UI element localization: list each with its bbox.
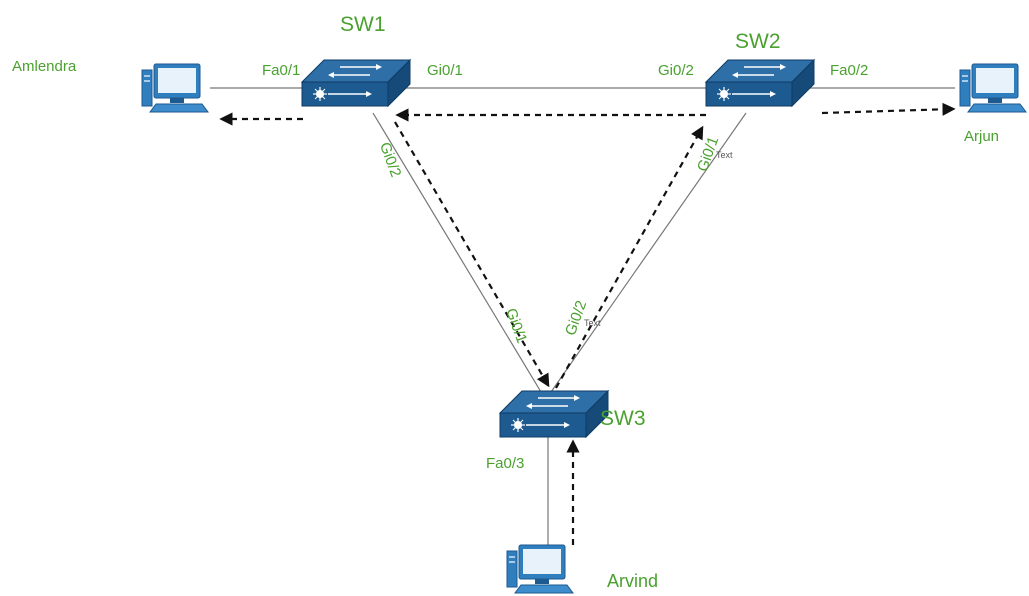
port-label-sw2-gi02: Gi0/2 <box>658 62 694 79</box>
pc-icon <box>506 544 574 594</box>
switch-label-sw2: SW2 <box>735 30 781 53</box>
traffic-arrows <box>219 102 956 545</box>
link-sw1-sw3 <box>372 112 542 393</box>
pc-icon <box>959 63 1027 113</box>
switch-icon <box>705 59 815 107</box>
pc-icon <box>141 63 209 113</box>
switch-label-sw1: SW1 <box>340 13 386 36</box>
link-sw2-sw3 <box>550 112 747 393</box>
host-label-arjun: Arjun <box>964 128 1000 145</box>
annotation-text: Text <box>584 318 601 328</box>
port-label-sw2-fa02: Fa0/2 <box>830 62 869 79</box>
switch-icon <box>301 59 411 107</box>
switch-label-sw3: SW3 <box>600 407 646 430</box>
port-label-sw3-fa03: Fa0/3 <box>486 455 525 472</box>
links <box>210 87 955 545</box>
port-label-sw1-gi01: Gi0/1 <box>427 62 463 79</box>
switch-icon <box>499 390 609 438</box>
annotation-text: Text <box>716 150 733 160</box>
host-label-amlendra: Amlendra <box>12 58 77 75</box>
arrow-sw3-to-sw2 <box>555 125 704 389</box>
arrow-sw1-to-sw3 <box>394 121 550 388</box>
arrow-sw2-to-arjun <box>821 102 956 116</box>
host-label-arvind: Arvind <box>607 571 659 591</box>
port-label-sw1-fa01: Fa0/1 <box>262 62 301 79</box>
